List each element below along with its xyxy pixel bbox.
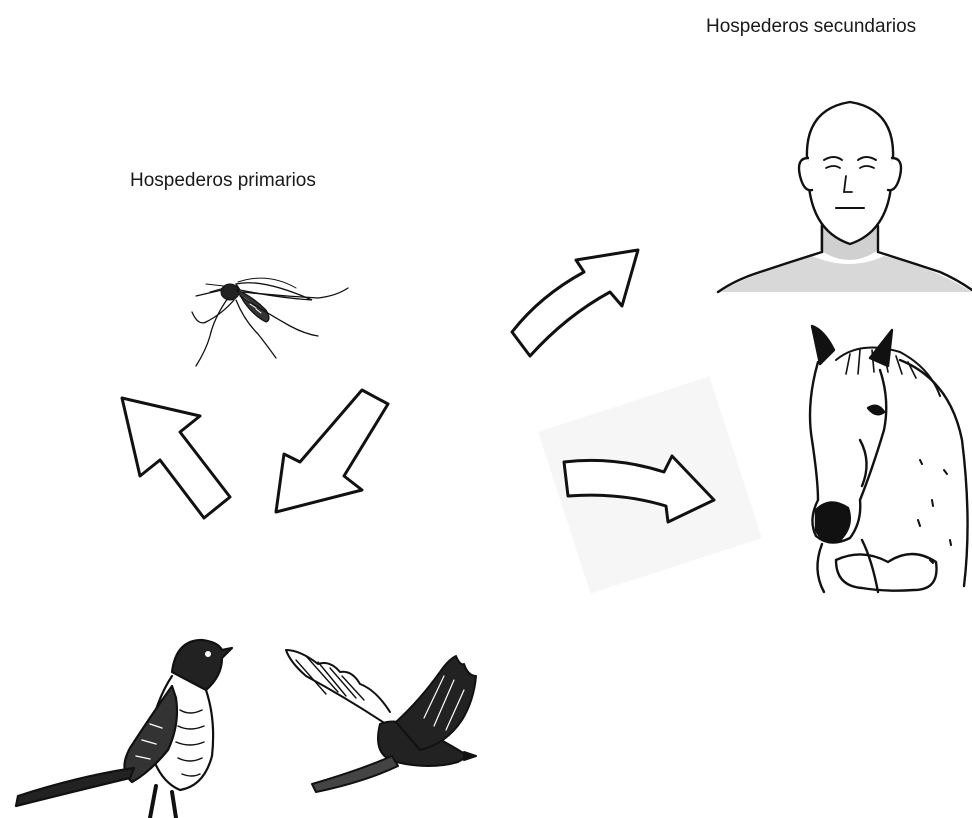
cycle-arrow-down-left	[276, 390, 388, 512]
horse-icon	[810, 326, 968, 592]
arrow-to-human	[512, 250, 638, 356]
cycle-arrow-up-left	[122, 398, 230, 518]
robin-icon	[16, 640, 232, 818]
human-icon	[718, 102, 972, 292]
mosquito-icon	[192, 278, 348, 366]
flying-bird-icon	[286, 650, 476, 792]
